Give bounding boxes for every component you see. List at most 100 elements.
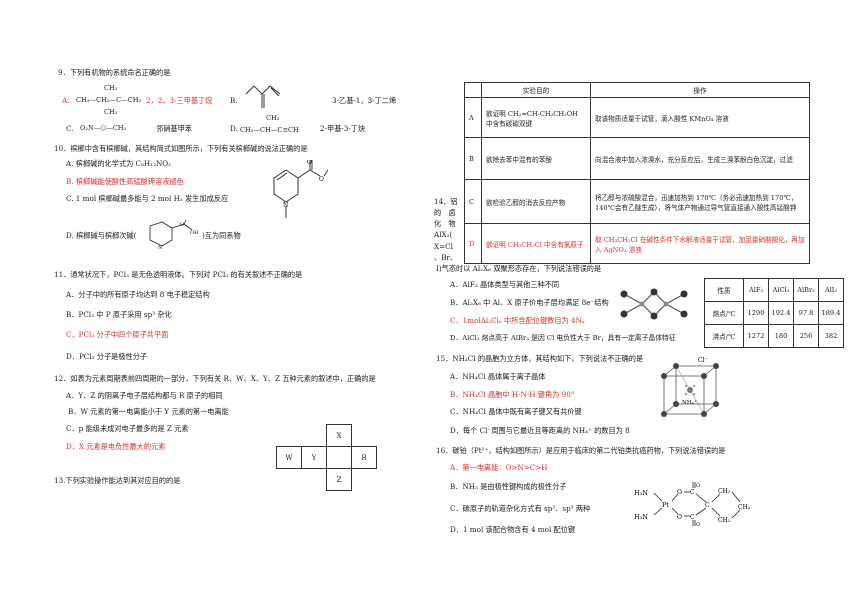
q9-stem: 9．下列有机物的系统命名正确的是 [58,68,171,77]
q9-option-c-name: 邻硝基甲苯 [156,124,192,133]
q15-option-d: D．每个 Cl⁻周围与它最近且等距离的 NH₄⁺ 的数目为 8 [450,426,630,435]
q14-props-boiling-label: 沸点/℃ [704,324,744,348]
q9-option-b-label: B. [230,96,238,105]
q11-stem: 11．通常状况下，PCl₃ 是无色透明液体。下列对 PCl₃ 的有关叙述不正确的… [54,270,303,279]
q14-props-boiling-albr3: 256 [793,324,819,348]
q13-row-a-label: A [464,97,482,138]
q14-stem-part-3: 化 物 [434,219,456,229]
q14-props-boiling-alf3: 1272 [743,324,769,348]
q16-label-h3n-top: H₃N [634,489,648,497]
q14-props-header-property: 性质 [704,278,744,302]
q13-row-c-purpose: 欲检验乙醇的消去反应产物 [481,179,591,224]
q16-option-c: C．碳原子的轨道杂化方式有 sp²、sp³ 两种 [450,504,591,513]
q14-stem-part-5: X=Cl [434,241,453,251]
q10-option-c: C. 1 mol 槟榔碱最多能与 2 mol H₂ 发生加成反应 [66,194,229,203]
q14-props-header-alf3: AlF₃ [743,278,769,302]
q15-option-a: A．NH₄Cl 晶体属于离子晶体 [450,372,546,381]
q9-option-d-label: D. [230,124,238,133]
q14-stem-cont: I)气态时以 Al₂X₆ 双聚形态存在，下列说法错误的是 [436,264,602,273]
q13-row-a-purpose: 欲证明 CH₂=CH-CH₂CH₂OH 中含有碳碳双键 [481,97,591,138]
q9-option-b-name: 3-乙基-1，3-丁二烯 [332,96,397,105]
q12-cell-r: R [351,446,377,469]
q12-option-a: A．Y、Z 的阴离子电子层结构都与 R 原子的相同 [66,391,223,400]
q9-a-struct-mid: CH₃—CH₂—C—CH₃ [76,96,142,104]
q10-d-atom-oh: OH [190,230,199,236]
q15-label-nh4: NH₄⁺ [682,400,697,406]
q10-atom-o-ester: O [319,176,324,183]
q13-row-c: C 欲检验乙醇的消去反应产物 将乙醇与浓硫酸混合，迅速加热到 170℃（务必迅速… [464,179,810,224]
q9-option-d-name: 2-甲基-3-丁炔 [320,124,366,133]
q14-option-d: D．AlCl₃ 熔点高于 AlBr₃ 是因 Cl 电负性大于 Br，具有一定离子… [450,334,676,342]
q10-option-a: A. 槟榔碱的化学式为 C₈H₁₂NO₂ [66,159,172,168]
q13-stem: 13.下列实验操作能达到其对应目的的是 [54,476,181,485]
q16-label-o-3: O [696,483,700,489]
q16-label-ch2-a: CH₂ [718,488,731,495]
q11-option-b: B．PCl₃ 中 P 原子采用 sp³ 杂化 [66,310,172,319]
q14-stem-part-4: AlX₃( [434,230,453,240]
q14-option-a: A．AlF₃ 晶体类型与其他三种不同 [450,280,560,289]
q16-carboplatin-structure: H₃N H₃N Pt O O C C O O C CH₂ CH₂ CH₂ [634,482,751,526]
q14-stem-part-2: 的 卤 [434,208,456,218]
q16-label-o-2: O [677,514,682,521]
q10-d-atom-n: N [158,245,163,250]
q9-a-struct-bot: CH₃ [104,108,118,116]
q10-arecaidine-structure: O OH N [149,220,199,250]
q13-row-a: A 欲证明 CH₂=CH-CH₂CH₂OH 中含有碳碳双键 取该物质适量于试管，… [464,97,810,138]
q11-option-d: D．PCl₃ 分子是极性分子 [66,352,148,361]
q13-row-d-label: D [464,223,482,264]
q14-properties-table: 性质 AlF₃ AlCl₃ AlBr₃ AlI₃ 熔点/℃ 1290 192.4… [704,278,844,348]
q13-row-d-operation: 取 CH₃CH₂Cl 在碱性条件下水解液适量于试管，加足量硝酸酸化，再加入 Ag… [590,223,810,264]
q14-props-melting-alf3: 1290 [743,301,769,325]
q14-option-b: B．Al₂X₆ 中 Al、X 原子价电子层均满足 8e⁻结构 [450,298,609,307]
q11-option-a: A．分子中的所有原子均达到 8 电子稳定结构 [66,290,210,299]
q12-option-d: D．X 元素是电负性最大的元素 [66,442,166,451]
q16-option-a: A．第一电离能：O>N>C>H [450,463,548,472]
q12-cell-y: Y [301,446,327,469]
q13-header-purpose: 实验目的 [481,82,591,98]
q10-option-d-prefix: D. 槟榔碱与槟榔次碱( [66,231,137,240]
q14-stem-part-1: 14．铝 [434,197,458,206]
q12-cell-z: Z [326,468,352,491]
q14-props-header-alcl3: AlCl₃ [768,278,794,302]
q16-label-ch2-b: CH₂ [718,517,731,524]
q16-label-o-1: O [677,489,682,496]
q14-stem-part-6: 、Br、 [434,252,458,262]
q12-stem: 12．如表为元素周期表前四周期的一部分，下列有关 R、W、X、Y、Z 五种元素的… [54,374,376,383]
q12-cell-w: W [276,446,302,469]
q16-label-h3n-bottom: H₃N [634,513,648,521]
q14-option-c: C．1molAl₂Cl₆ 中所含配位键数目为 4Nₐ [450,316,585,325]
q10-option-b: B. 槟榔碱能使酸性高锰酸钾溶液褪色 [66,177,184,186]
q16-label-o-4: O [696,522,700,526]
q16-label-ch2-c: CH₂ [738,504,751,511]
q14-props-melting-label: 熔点/℃ [704,301,744,325]
q9-option-a-label: A. [62,96,70,105]
q12-option-b: B．W 元素的第一电离能小于 Y 元素的第一电离能 [68,407,229,416]
q13-row-c-label: C [464,179,482,224]
q9-d-struct-main: CH₃—CH—C≡CH [240,126,299,134]
q14-props-boiling-ali3: 382 [818,324,844,348]
q16-label-c-3: C [705,502,710,509]
q13-row-a-operation: 取该物质适量于试管，滴入酸性 KMnO₄ 溶液 [590,97,810,138]
q10-stem: 10．槟榔中含有槟榔碱，其结构简式如图所示，下列有关槟榔碱的说法正确的是 [54,144,308,153]
q12-periodic-table: X W Y R Z [276,424,377,491]
q16-option-d: D．1 mol 该配合物含有 4 mol 配位键 [450,525,576,534]
q14-props-header-albr3: AlBr₃ [793,278,819,302]
q10-option-d-suffix: )互为同系物 [202,231,241,240]
q15-option-c: C．NH₄Cl 晶体中既有离子键又有共价键 [450,407,582,416]
q13-row-c-operation: 将乙醇与浓硫酸混合，迅速加热到 170℃（务必迅速加热到 170℃，140℃会有… [590,179,810,224]
q13-row-b-purpose: 欲除去苯中混有的苯酚 [481,137,591,180]
q13-experiment-table: 实验目的 操作 A 欲证明 CH₂=CH-CH₂CH₂OH 中含有碳碳双键 取该… [464,82,810,264]
q13-row-d: D 欲证明 CH₃CH₂Cl 中含有氯原子 取 CH₃CH₂Cl 在碱性条件下水… [464,223,810,264]
q15-label-cl: Cl⁻ [698,357,708,364]
q16-label-c-1: C [690,489,695,496]
q15-option-b: B．NH₄Cl 晶胞中 H-N-H 键角为 90° [450,390,575,399]
q9-c-structure: O₂N—⬡—CH₃ [80,124,127,132]
q13-row-b-label: B [464,137,482,180]
q14-props-boiling-alcl3: 180 [768,324,794,348]
q14-stem-vertical: 14．铝 的 卤 化 物 AlX₃( X=Cl 、Br、 [434,196,458,263]
q16-stem: 16．碳铂（Pt²⁺，结构如图所示）是应用于临床的第二代铂类抗癌药物，下列说法错… [436,446,726,455]
q14-al2x6-molecule [620,288,688,320]
q12-cell-x: X [326,424,352,447]
q10-atom-o-double: O [307,160,312,166]
q9-d-struct-top: CH₃ [266,114,280,122]
